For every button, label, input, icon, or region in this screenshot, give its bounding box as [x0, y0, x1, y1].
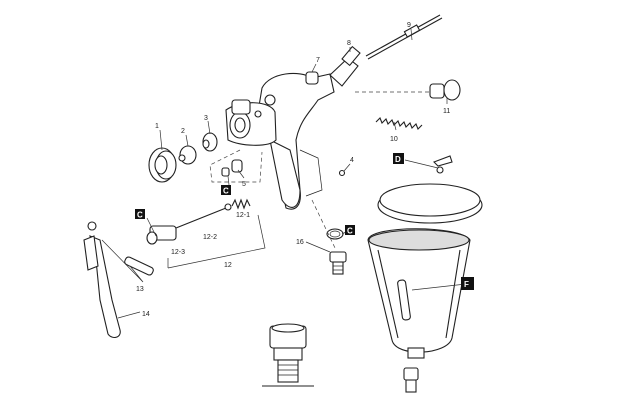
label-10: 10: [390, 136, 398, 143]
label-1: 1: [155, 123, 159, 130]
cup-lid: [377, 166, 483, 224]
label-11: 11: [443, 108, 450, 115]
label-7: 7: [316, 57, 320, 64]
part-9-needle: [365, 14, 443, 60]
label-5: 5: [242, 181, 246, 188]
label-12-1: 12-1: [236, 212, 250, 219]
label-4: 4: [350, 157, 354, 164]
label-2: 2: [181, 128, 185, 135]
part-16-inlet: [326, 228, 347, 275]
part-7-nut: [305, 71, 319, 85]
leader-lines: [101, 28, 467, 319]
part-2-fluid-tip: [178, 145, 197, 165]
part-d-cap-vent: [433, 155, 453, 167]
gun-body: [225, 72, 335, 210]
part-5-valve: [221, 159, 243, 177]
callout-c-valve: C: [221, 185, 231, 196]
part-4-screw: [338, 169, 346, 177]
part-11-knob: [429, 79, 461, 101]
paint-cup: [367, 228, 471, 393]
label-12: 12: [224, 262, 232, 269]
svg-text:D: D: [395, 155, 401, 164]
callout-c-needle: C: [135, 209, 145, 220]
part-1-air-cap: [148, 147, 177, 183]
callout-c-washer: C: [345, 225, 355, 236]
part-12-needle-assembly: [146, 198, 266, 269]
label-13: 13: [136, 286, 144, 293]
label-3: 3: [204, 115, 208, 122]
label-12-3: 12-3: [171, 249, 185, 256]
part-8-spreader-valve: [329, 45, 361, 87]
callout-d: D: [393, 153, 404, 164]
svg-text:C: C: [137, 211, 143, 220]
svg-text:C: C: [223, 187, 229, 196]
svg-text:C: C: [347, 227, 353, 236]
label-8: 8: [347, 40, 351, 47]
part-10-spring: [375, 117, 423, 130]
part-3-baffle: [202, 132, 218, 152]
label-9: 9: [407, 22, 411, 29]
part-14-trigger-arm: [83, 235, 99, 271]
callout-f: F: [461, 277, 474, 290]
part-13-trigger-pin: [87, 221, 154, 276]
svg-text:F: F: [464, 280, 469, 289]
adapter-fitting: [262, 323, 314, 387]
label-12-2: 12-2: [203, 234, 217, 241]
label-16: 16: [296, 239, 304, 246]
label-14: 14: [142, 311, 150, 318]
